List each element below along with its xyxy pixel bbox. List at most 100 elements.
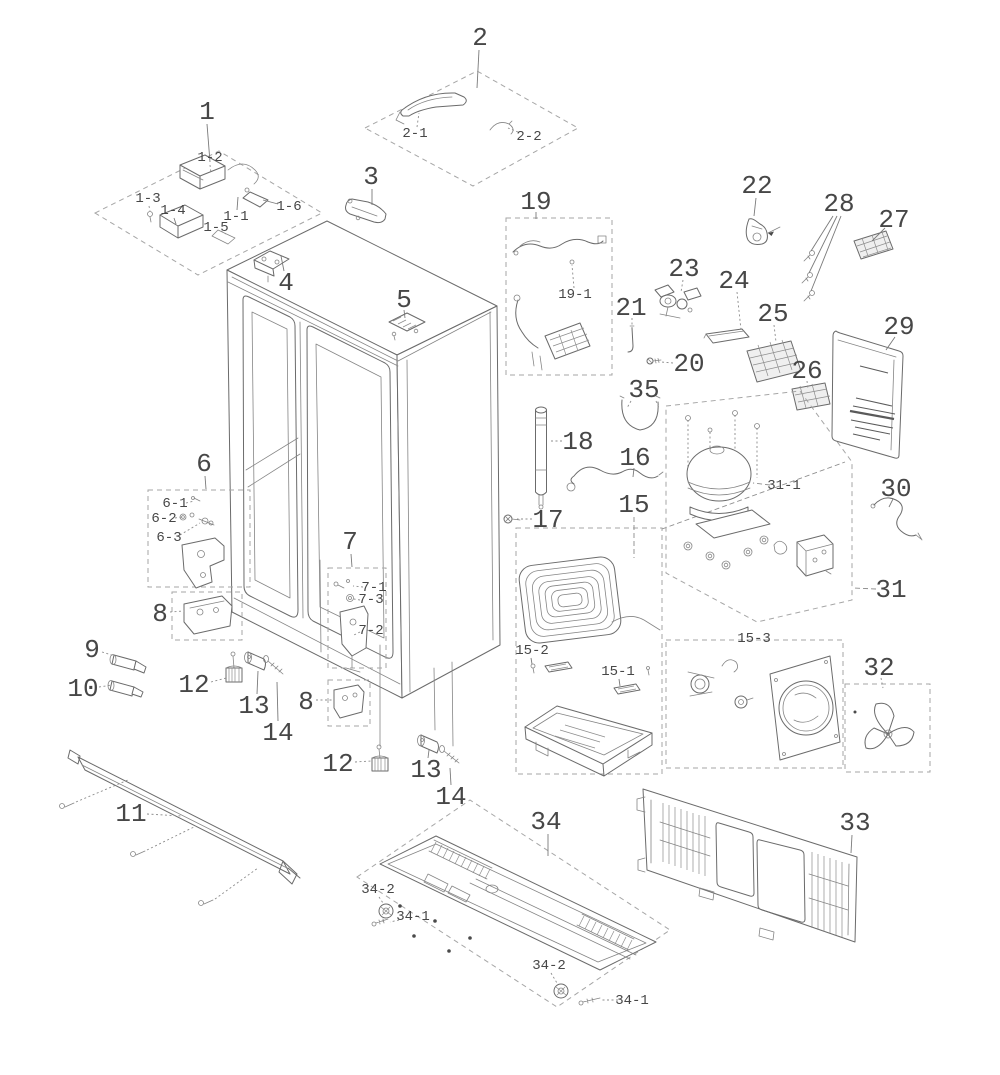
leader-11	[146, 813, 183, 817]
callout-7-3: 7-3	[358, 592, 383, 608]
leader-24	[736, 291, 742, 331]
drain-pan	[524, 705, 653, 777]
callout-1: 1	[199, 97, 215, 127]
callout-1-3: 1-3	[135, 191, 160, 207]
callout-14a: 14	[262, 718, 293, 748]
wheel-rear	[553, 983, 569, 999]
grille-bank-left	[659, 803, 711, 876]
part-7-hinge-box	[327, 567, 387, 673]
part-12-grommet-bottom	[371, 744, 389, 772]
callout-10: 10	[67, 674, 98, 704]
callout-1-1: 1-1	[223, 209, 248, 225]
leader-1-6	[262, 199, 279, 205]
leader-15-1	[618, 678, 621, 687]
part-13-roller-left	[244, 651, 266, 671]
part-6-hinge-box	[147, 489, 251, 589]
part-22-clip	[745, 218, 781, 245]
leader-6-2	[174, 516, 183, 519]
part-15-1-bracket	[613, 666, 650, 695]
callout-6-1: 6-1	[162, 496, 187, 512]
leader-31	[853, 587, 877, 590]
part-26-pad	[791, 382, 831, 411]
leader-23	[680, 279, 684, 293]
callout-22: 22	[741, 171, 772, 201]
leader-15-2	[530, 657, 533, 665]
leader-14b	[449, 767, 452, 786]
leader-10	[98, 684, 113, 688]
leader-9	[101, 651, 116, 657]
callout-6-2: 6-2	[151, 511, 176, 527]
callout-34-1b: 34-1	[615, 993, 649, 1009]
callout-layer: 1234567889101112121313141415161718192021…	[67, 23, 914, 1009]
leader-13b	[427, 749, 430, 759]
part-15-3-fan-assembly	[665, 639, 844, 769]
callout-35: 35	[628, 375, 659, 405]
part-5-top-cover	[388, 312, 426, 341]
callout-6-3: 6-3	[156, 530, 181, 546]
part-32-fan-blade	[844, 683, 931, 773]
callout-8a: 8	[152, 599, 168, 629]
part-3-bracket	[345, 198, 387, 224]
part-15-condenser-group	[515, 461, 846, 777]
leader-12a	[210, 677, 227, 683]
cabinet	[226, 220, 501, 747]
leader-22	[753, 197, 757, 217]
leader-6	[204, 475, 207, 490]
callout-17: 17	[532, 505, 563, 535]
leader-34-2a	[378, 896, 384, 904]
part-11-rail	[59, 749, 301, 906]
leader-2	[476, 49, 480, 89]
part-1-relay-platform	[93, 150, 324, 276]
callout-18: 18	[562, 427, 593, 457]
part-31-compressor-box	[665, 390, 853, 623]
leader-31-1	[752, 482, 771, 486]
part-13-roller-bottom	[417, 734, 439, 754]
part-28-screws	[801, 250, 815, 302]
leader-35	[626, 400, 632, 409]
callout-15-1: 15-1	[601, 664, 635, 680]
leader-29	[885, 336, 896, 351]
callout-15: 15	[618, 490, 649, 520]
leader-7-3	[353, 598, 361, 601]
callout-7-1: 7-1	[361, 580, 386, 596]
leader-19-1	[571, 264, 575, 289]
callout-2-2: 2-2	[516, 129, 541, 145]
grille-bank-right	[808, 852, 849, 937]
part-24-strip	[703, 328, 750, 344]
part-12-grommet-left	[225, 651, 243, 683]
part-4-top-hinge	[253, 250, 290, 283]
callout-19: 19	[520, 187, 551, 217]
part-2-platform	[363, 70, 580, 187]
leader-1-5	[220, 230, 227, 235]
callout-12b: 12	[322, 749, 353, 779]
callout-34: 34	[530, 807, 561, 837]
callout-15-3: 15-3	[737, 631, 771, 647]
callout-29: 29	[883, 312, 914, 342]
callout-23: 23	[668, 254, 699, 284]
leader-2-2	[507, 127, 519, 133]
part-27-strip	[853, 230, 894, 260]
callout-15-2: 15-2	[515, 643, 549, 659]
callout-5: 5	[396, 285, 412, 315]
leader-14a	[276, 681, 279, 722]
part-8-hinge-box-left	[171, 591, 243, 641]
label-text-lines	[849, 365, 896, 441]
part-34-base-cover-group	[356, 799, 671, 1008]
part-9-fitting	[109, 654, 147, 674]
callout-2: 2	[472, 23, 488, 53]
leader-7	[350, 553, 353, 568]
part-19-harness-box	[505, 217, 613, 376]
part-16-tube	[566, 466, 664, 492]
leader-34-2b	[550, 972, 558, 984]
part-21-pin	[627, 325, 635, 353]
callout-9: 9	[84, 635, 100, 665]
part-14-screw-left	[263, 655, 284, 675]
condenser-coil	[518, 556, 622, 644]
callout-11: 11	[115, 799, 146, 829]
leader-26	[806, 380, 809, 390]
callout-31-1: 31-1	[767, 478, 801, 494]
leader-1-2	[209, 164, 212, 174]
part-20-screw	[646, 357, 662, 365]
part-25-pad	[746, 339, 802, 383]
callout-25: 25	[757, 299, 788, 329]
